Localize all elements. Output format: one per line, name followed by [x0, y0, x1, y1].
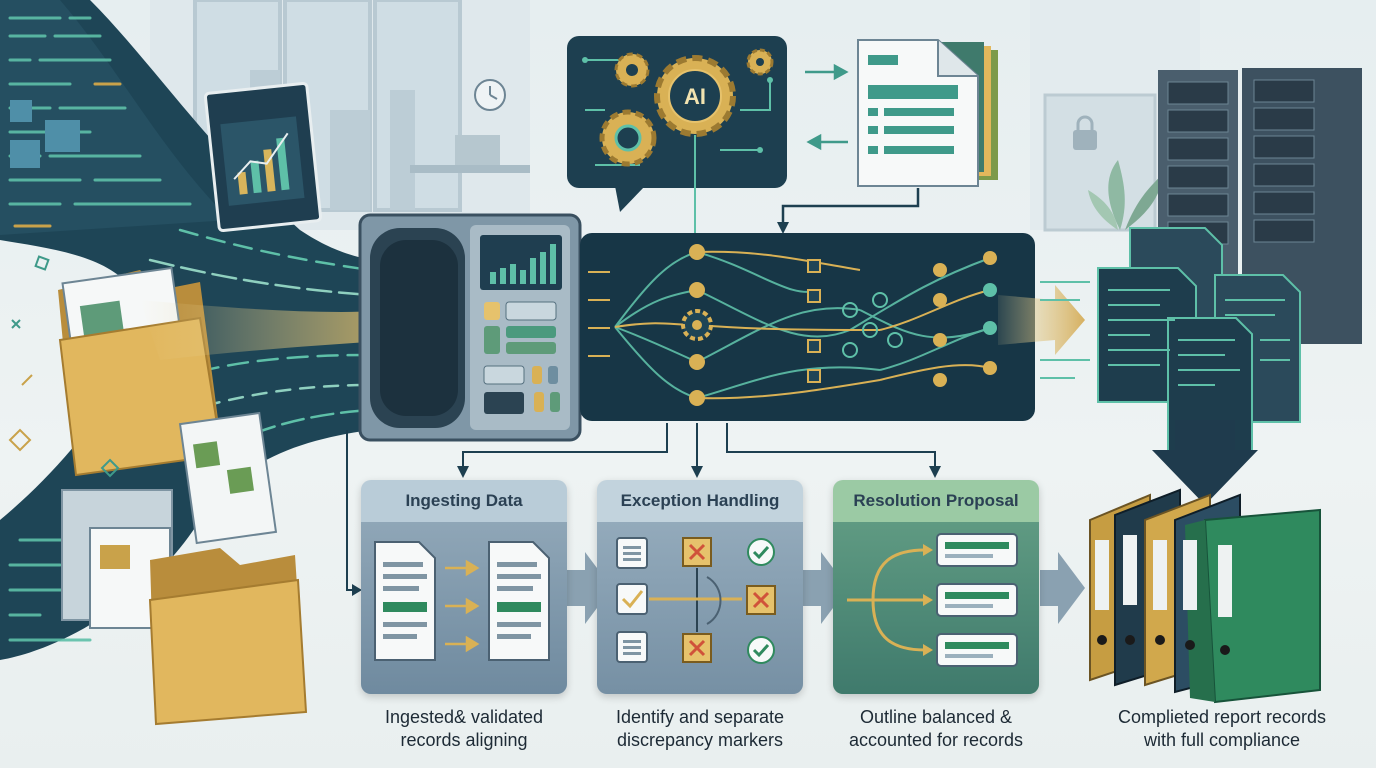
gear-icon-left	[599, 109, 657, 167]
down-arrow-to-binders	[1152, 420, 1258, 505]
output-arrow	[998, 285, 1085, 355]
stage-title: Ingesting Data	[405, 491, 523, 510]
resolution-illustration	[847, 533, 1018, 667]
caption-line: discrepancy markers	[616, 730, 784, 750]
stage-ingesting-data: Ingesting Data	[361, 480, 567, 694]
record-card-bottom	[936, 633, 1018, 667]
caption-line: Identify and separate	[615, 707, 785, 727]
folder-bottom	[61, 411, 308, 726]
stage-title: Resolution Proposal	[853, 491, 1019, 510]
compliance-binders	[1089, 488, 1321, 704]
confetti-shapes	[8, 255, 120, 478]
caption-line: Ingested& validated	[384, 707, 544, 727]
exception-illustration	[616, 537, 776, 664]
caption-line: records aligning	[400, 730, 528, 750]
small-gear-icon	[614, 52, 650, 88]
stage-resolution-proposal: Resolution Proposal	[833, 480, 1039, 694]
checkbox-checked-icon	[616, 583, 648, 615]
small-gear-icon-right	[746, 48, 774, 76]
error-x-icon	[682, 537, 712, 567]
caption-final: Complieted report records with full comp…	[1080, 706, 1364, 752]
list-icon	[616, 537, 648, 569]
caption-resolution: Outline balanced & accounted for records	[813, 706, 1059, 752]
caption-exception: Identify and separate discrepancy marker…	[577, 706, 823, 752]
record-card	[936, 533, 1018, 567]
office-background	[150, 0, 1362, 344]
caption-line: with full compliance	[1143, 730, 1301, 750]
stage-exception-handling: Exception Handling	[597, 480, 803, 694]
doc-to-network-connector	[781, 188, 920, 225]
exchange-arrows	[805, 63, 849, 151]
report-documents	[857, 39, 998, 187]
ai-thought-bubble	[567, 36, 787, 212]
check-circle-icon	[747, 538, 775, 566]
ai-gear-icon	[654, 55, 736, 137]
error-x-icon-middle	[746, 585, 776, 615]
connector-arrowheads	[352, 466, 941, 596]
caption-line: Complieted report records	[1117, 707, 1327, 727]
stage-flow-arrows	[567, 552, 1085, 624]
network-gear-icon	[681, 309, 713, 341]
output-stream-lines	[1040, 281, 1090, 379]
browser-chart-window	[203, 81, 323, 233]
record-card-middle	[936, 583, 1018, 617]
caption-line: Outline balanced &	[859, 707, 1013, 727]
ai-label: AI	[684, 84, 706, 109]
ingestion-machine	[358, 213, 582, 442]
check-circle-icon-bottom	[747, 636, 775, 664]
caption-line: accounted for records	[848, 730, 1024, 750]
list-icon-bottom	[616, 631, 648, 663]
output-documents	[1097, 227, 1301, 453]
stage-title: Exception Handling	[620, 491, 780, 510]
caption-ingesting: Ingested& validated records aligning	[341, 706, 587, 752]
error-x-icon-bottom	[682, 633, 712, 663]
connector-arrowhead	[777, 222, 789, 234]
input-arrow	[140, 290, 450, 360]
neural-network-panel	[580, 233, 1035, 421]
ingesting-illustration	[374, 541, 550, 661]
